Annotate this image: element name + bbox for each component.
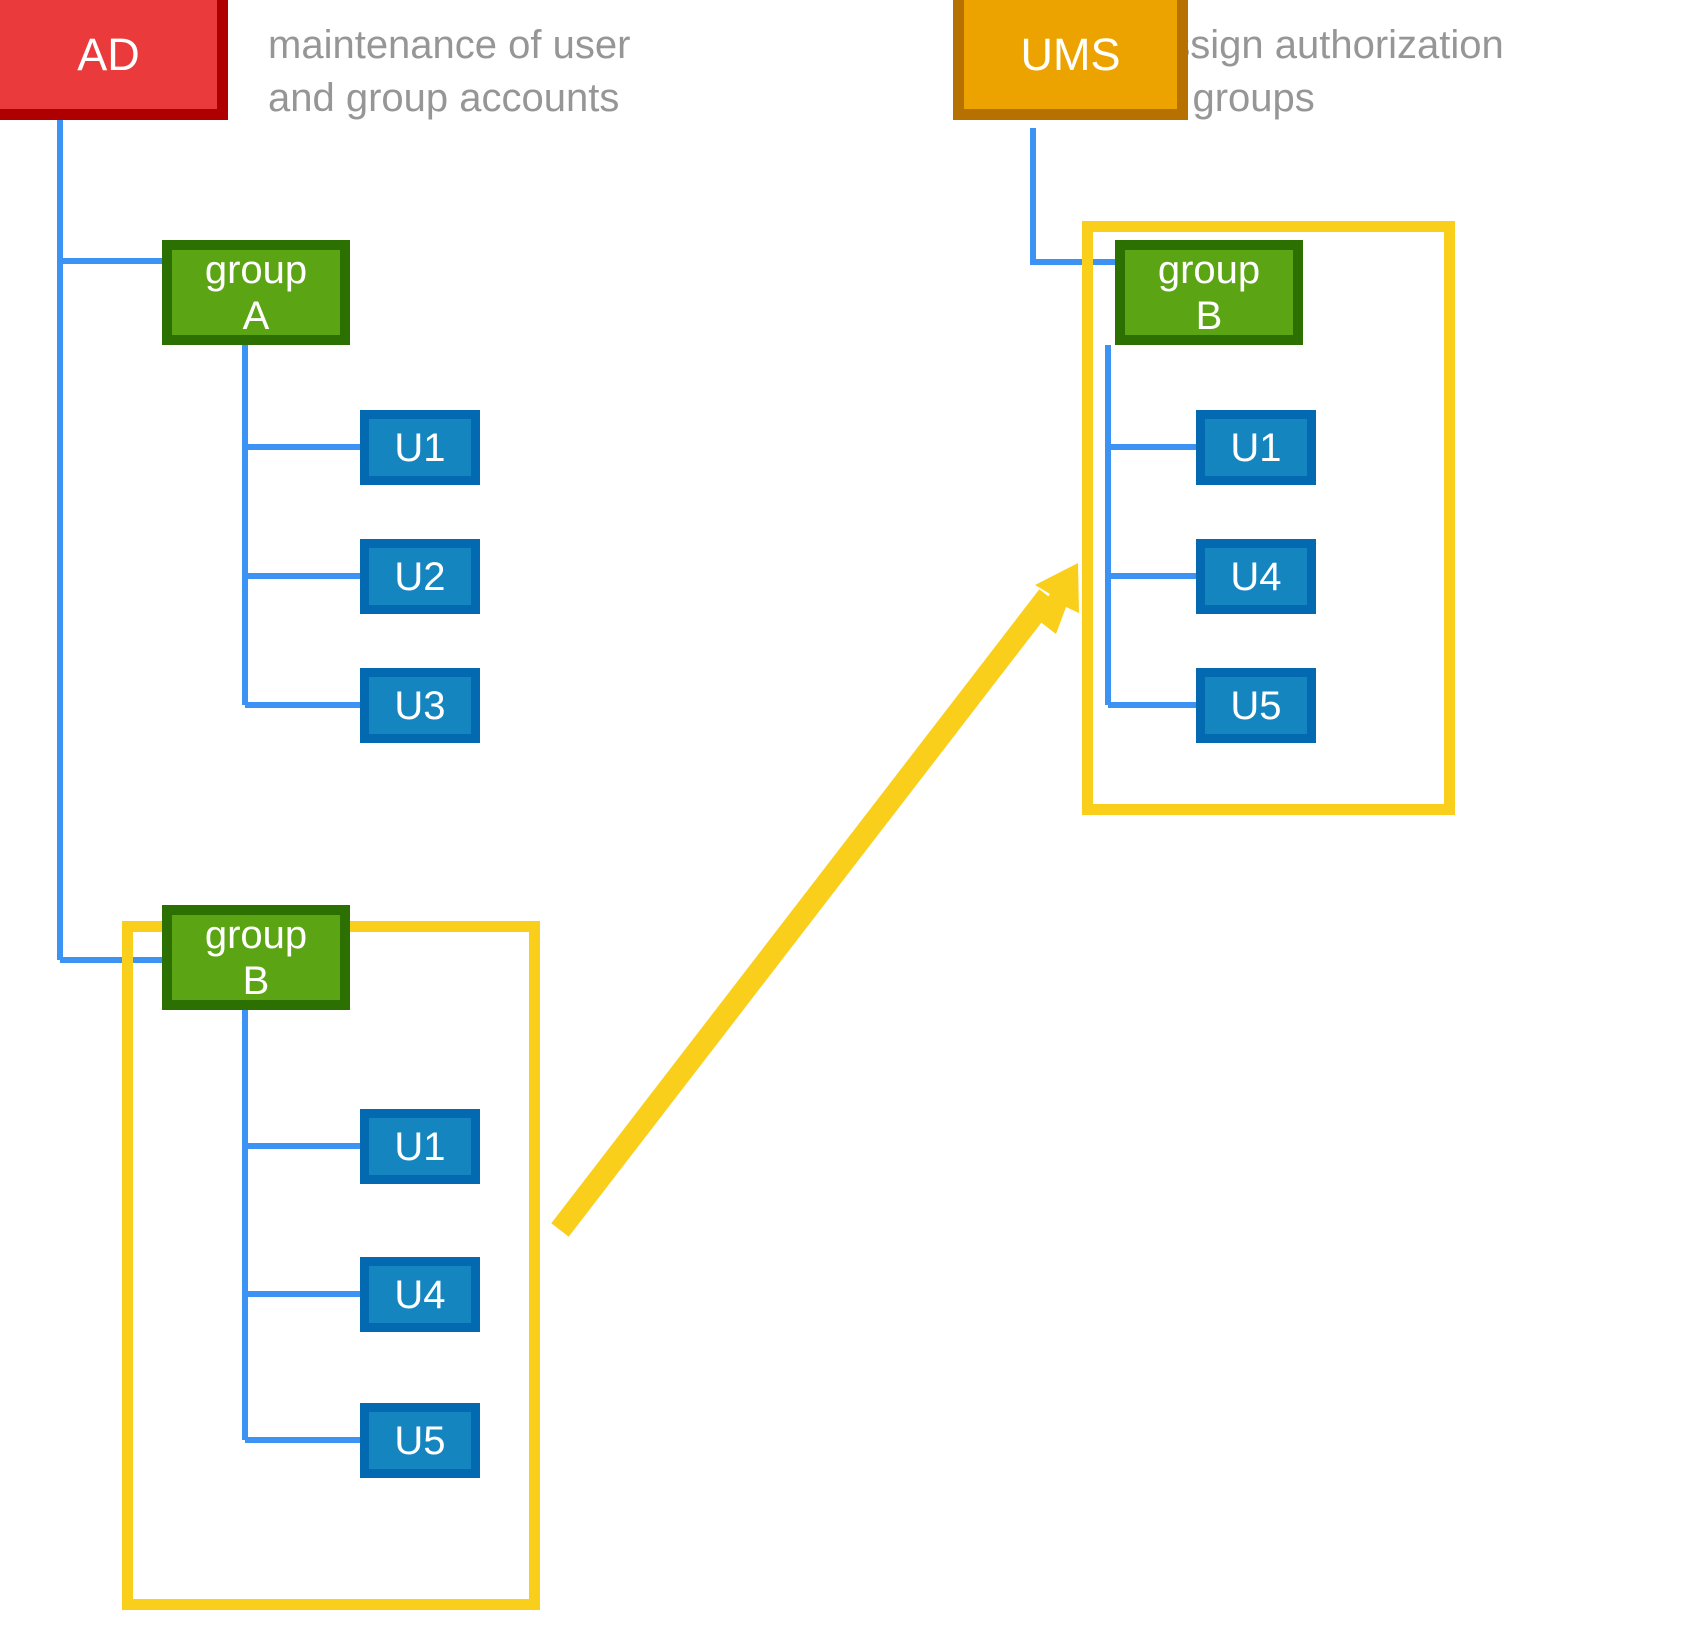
group-a-node[interactable]: group A [162, 240, 350, 345]
group-b-left-label: group B [204, 912, 308, 1003]
group-b-right-member-u5[interactable]: U5 [1196, 668, 1316, 743]
group-b-left-member-u1-label: U1 [394, 1124, 446, 1169]
group-a-member-u1[interactable]: U1 [360, 410, 480, 485]
group-b-left-node[interactable]: group B [162, 905, 350, 1010]
group-b-right-frame [1082, 221, 1455, 815]
group-a-member-u3[interactable]: U3 [360, 668, 480, 743]
group-a-member-u3-label: U3 [394, 683, 446, 728]
ad-caption: maintenance of user and group accounts [268, 23, 631, 120]
group-b-left-member-u1[interactable]: U1 [360, 1109, 480, 1184]
group-a-member-u2-label: U2 [394, 554, 446, 599]
group-a-member-u1-label: U1 [394, 425, 446, 470]
ad-node[interactable]: AD [0, 0, 228, 120]
ums-node-label: UMS [1020, 28, 1121, 80]
ad-node-label: AD [77, 28, 140, 80]
group-a-label: group A [204, 247, 308, 338]
group-b-right-member-u4-label: U4 [1230, 554, 1282, 599]
group-b-right-member-u4[interactable]: U4 [1196, 539, 1316, 614]
group-b-left-member-u4-label: U4 [394, 1272, 446, 1317]
ums-caption: assign authorization of groups [1148, 23, 1504, 120]
group-b-right-member-u1[interactable]: U1 [1196, 410, 1316, 485]
group-b-right-label: group B [1157, 247, 1261, 338]
group-b-left-member-u4[interactable]: U4 [360, 1257, 480, 1332]
group-b-left-member-u5-label: U5 [394, 1418, 446, 1463]
group-b-right-node[interactable]: group B [1115, 240, 1303, 345]
ums-node[interactable]: UMS [953, 0, 1188, 120]
group-b-right-member-u1-label: U1 [1230, 425, 1282, 470]
group-b-left-member-u5[interactable]: U5 [360, 1403, 480, 1478]
group-b-right-member-u5-label: U5 [1230, 683, 1282, 728]
group-b-mapping-arrow [551, 563, 1079, 1237]
group-a-member-u2[interactable]: U2 [360, 539, 480, 614]
